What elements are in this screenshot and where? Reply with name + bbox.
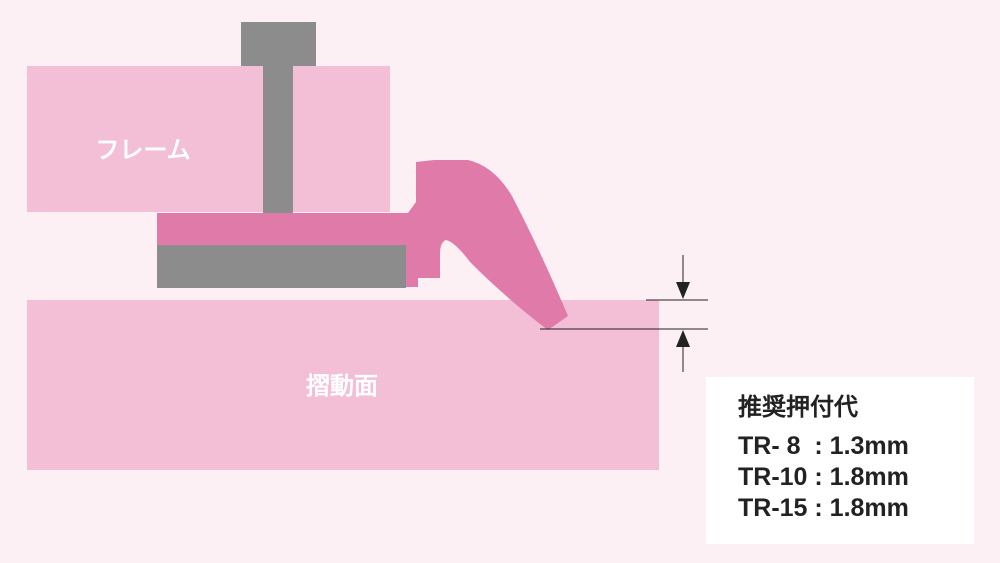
spec-row-tr10: TR-10 : 1.8mm bbox=[738, 463, 909, 491]
spec-row-tr15: TR-15 : 1.8mm bbox=[738, 494, 909, 522]
recommended-interference-box: 推奨押付代 TR- 8 : 1.3mm TR-10 : 1.8mm TR-15 … bbox=[706, 377, 974, 544]
spec-title: 推奨押付代 bbox=[738, 393, 858, 421]
frame-label: フレーム bbox=[95, 136, 190, 164]
spec-row-tr8: TR- 8 : 1.3mm bbox=[738, 432, 909, 460]
dimension-arrow-up bbox=[676, 330, 690, 347]
metal-backing-plate bbox=[157, 245, 406, 288]
dimension-arrow-down bbox=[676, 282, 690, 299]
bolt bbox=[241, 22, 316, 214]
sliding-surface-label: 摺動面 bbox=[306, 372, 378, 400]
sliding-surface-block bbox=[27, 300, 659, 470]
frame-block bbox=[27, 66, 390, 212]
